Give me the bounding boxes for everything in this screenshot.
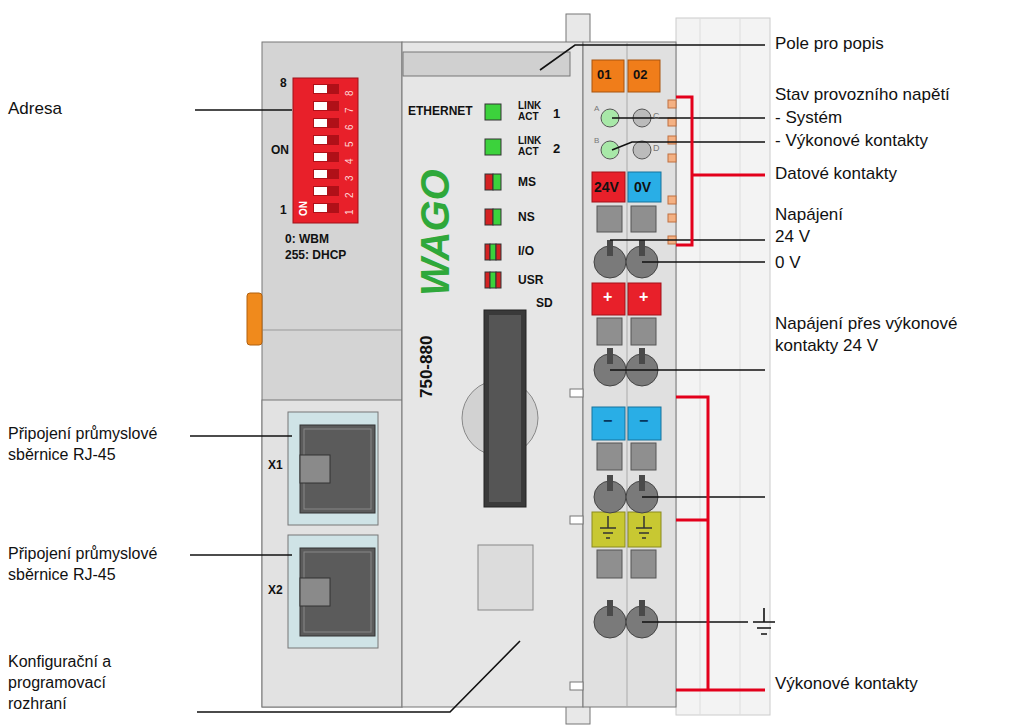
terminal-text: 24V	[594, 178, 619, 196]
terminal-minus	[592, 407, 625, 440]
led-name: NS	[518, 210, 535, 226]
dip-mode: 0: WBM	[285, 232, 329, 248]
sd-slot	[484, 310, 526, 507]
rj45-port	[288, 535, 378, 648]
dip-number: 4	[343, 158, 356, 164]
terminal-ground	[628, 512, 661, 547]
dip-number: 3	[343, 175, 356, 181]
led-name: LINK ACT	[518, 136, 548, 157]
callout-label: Napájení přes výkonové kontakty 24 V	[775, 313, 990, 357]
terminal-sign: −	[603, 411, 612, 432]
brackets	[676, 97, 765, 690]
marker-01	[592, 60, 624, 92]
contact-letter: C	[653, 111, 660, 123]
housing-centre	[402, 42, 583, 707]
contact-letter: D	[653, 143, 660, 155]
callout-label: Konfigurační a programovací rozhraní	[8, 652, 158, 714]
dip-mark: ON	[271, 143, 289, 159]
callout-label: Připojení průmyslové sběrnice RJ-45	[8, 544, 193, 586]
leader-lines	[190, 45, 765, 712]
callout-label: Adresa	[8, 98, 62, 120]
ground-symbol	[600, 516, 652, 538]
data-contacts	[668, 100, 676, 244]
service-interface	[478, 545, 533, 610]
callout-label: 0 V	[775, 252, 801, 274]
brand-logo: WAGO	[409, 169, 461, 296]
callout-label: Stav provozního napětí	[775, 84, 950, 106]
release-tab	[247, 293, 262, 345]
dip-switch	[293, 78, 358, 223]
callout-label: Pole pro popis	[775, 33, 884, 55]
led-name: I/O	[518, 244, 534, 260]
dip-number: 6	[343, 124, 356, 130]
terminal-text: 0V	[634, 178, 651, 196]
callout-label: Napájení 24 V	[775, 204, 865, 248]
marker-02	[628, 60, 660, 92]
ground-symbol	[753, 608, 775, 634]
din-clip	[566, 14, 590, 46]
terminal-plus	[628, 283, 661, 315]
led-name: LINK ACT	[518, 101, 548, 122]
housing-left	[262, 42, 402, 707]
port-name: X1	[268, 458, 283, 474]
label-field	[403, 52, 570, 76]
dip-number: 1	[343, 209, 356, 215]
callout-label: - Systém	[775, 107, 842, 129]
terminal-plus	[592, 283, 625, 315]
terminal-sign: +	[639, 287, 648, 308]
terminal-ground	[592, 512, 625, 547]
callout-label: Datové kontakty	[775, 163, 897, 185]
neighbour-module	[676, 18, 770, 715]
dip-number: 8	[343, 90, 356, 96]
slot-name: SD	[536, 296, 553, 312]
dip-levers	[313, 84, 339, 213]
terminal-marker: 01	[597, 67, 611, 84]
led-name: USR	[518, 273, 543, 289]
status-leds	[485, 104, 501, 288]
clamp-openings	[594, 246, 658, 638]
rj45-port	[288, 412, 378, 525]
led-group: ETHERNET	[408, 104, 473, 120]
terminal-sign: +	[603, 287, 612, 308]
contact-letter: B	[594, 136, 599, 146]
dip-mark: 1	[280, 203, 287, 219]
contact-letter: A	[594, 104, 599, 114]
terminal-sign: −	[639, 411, 648, 432]
terminal-0v	[628, 172, 661, 202]
terminal-24v	[592, 172, 625, 202]
terminal-marker: 02	[633, 67, 647, 84]
dip-number: 2	[343, 192, 356, 198]
led-power	[601, 141, 619, 159]
dip-mark: 8	[280, 76, 287, 92]
model-number: 750-880	[416, 336, 438, 398]
dip-mode: 255: DHCP	[285, 248, 346, 264]
port-name: X2	[268, 583, 283, 599]
dip-on: ON	[297, 201, 310, 216]
callout-label: Výkonové kontakty	[775, 673, 918, 695]
callout-label: - Výkonové kontakty	[775, 130, 928, 152]
dip-number: 5	[343, 141, 356, 147]
notches	[570, 389, 583, 690]
callout-label: Připojení průmyslové sběrnice RJ-45	[8, 424, 193, 466]
terminal-minus	[628, 407, 661, 440]
dip-number: 7	[343, 107, 356, 113]
led-index: 1	[553, 106, 560, 123]
led-name: MS	[518, 175, 536, 191]
housing-lower	[262, 400, 402, 707]
led-index: 2	[553, 141, 560, 158]
